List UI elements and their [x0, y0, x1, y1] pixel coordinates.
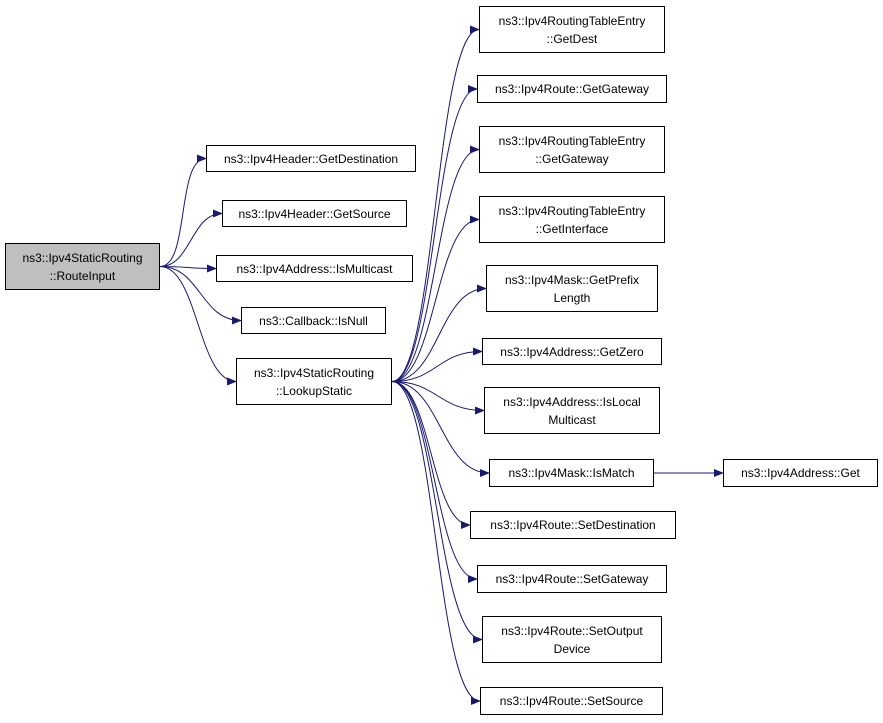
node-label-line-1: ns3::Ipv4RoutingTableEntry — [498, 13, 646, 28]
edge-lookup_static-to-mask_get_prefix_length — [391, 284, 487, 382]
node-label-line-1: ns3::Ipv4Address::IsLocal — [503, 394, 641, 409]
node-label: ns3::Ipv4Header::GetDestination — [223, 151, 399, 166]
edge-route_input-to-callback_is_null — [159, 266, 242, 325]
edge-route_input-to-get_destination_header — [159, 154, 207, 267]
node-ipv4-route-set-output-device[interactable]: ns3::Ipv4Route::SetOutput Device — [482, 616, 662, 663]
edge-route_input-to-lookup_static — [159, 266, 237, 386]
node-ipv4-static-routing-route-input: ns3::Ipv4StaticRouting ::RouteInput — [5, 243, 160, 290]
node-label-line-2: ::GetGateway — [535, 151, 609, 166]
node-label: ns3::Callback::IsNull — [259, 313, 368, 328]
edge-lookup_static-to-mask_is_match — [391, 381, 490, 477]
node-ipv4-route-set-source[interactable]: ns3::Ipv4Route::SetSource — [480, 687, 663, 715]
node-label-line-2: ::RouteInput — [49, 268, 116, 283]
node-ipv4-route-get-gateway[interactable]: ns3::Ipv4Route::GetGateway — [477, 75, 667, 103]
node-label-line-2: Length — [553, 290, 591, 305]
node-label-line-2: Device — [553, 641, 591, 656]
node-ipv4-routing-table-entry-get-interface[interactable]: ns3::Ipv4RoutingTableEntry ::GetInterfac… — [479, 196, 665, 243]
node-ipv4-mask-get-prefix-length[interactable]: ns3::Ipv4Mask::GetPrefix Length — [486, 265, 658, 312]
node-callback-is-null[interactable]: ns3::Callback::IsNull — [241, 307, 386, 334]
node-label: ns3::Ipv4Address::GetZero — [500, 344, 644, 359]
node-label-line-1: ns3::Ipv4Mask::GetPrefix — [504, 272, 640, 287]
node-label-line-2: ::GetDest — [546, 31, 598, 46]
node-ipv4-header-get-source[interactable]: ns3::Ipv4Header::GetSource — [222, 200, 407, 227]
node-ipv4-address-is-local-multicast[interactable]: ns3::Ipv4Address::IsLocal Multicast — [484, 387, 660, 434]
node-label: ns3::Ipv4Route::SetDestination — [490, 518, 656, 532]
edge-lookup_static-to-rte_get_gateway — [391, 145, 480, 382]
edge-lookup_static-to-set_source — [391, 381, 481, 705]
edge-lookup_static-to-address_get_zero — [391, 347, 483, 382]
edge-lookup_static-to-set_output_device — [391, 381, 483, 644]
node-label-line-1: ns3::Ipv4StaticRouting — [22, 250, 143, 265]
node-label: ns3::Ipv4Route::SetSource — [499, 694, 644, 708]
node-ipv4-mask-is-match[interactable]: ns3::Ipv4Mask::IsMatch — [489, 459, 654, 487]
node-ipv4-route-set-destination[interactable]: ns3::Ipv4Route::SetDestination — [470, 511, 676, 539]
node-label-line-1: ns3::Ipv4StaticRouting — [253, 365, 375, 380]
edge-lookup_static-to-rte_get_dest — [391, 25, 480, 382]
node-ipv4-route-set-gateway[interactable]: ns3::Ipv4Route::SetGateway — [477, 565, 667, 593]
node-label-line-2: ::GetInterface — [535, 221, 609, 236]
node-label: ns3::Ipv4Mask::IsMatch — [508, 466, 635, 480]
edge-route_input-to-get_source_header — [159, 209, 223, 267]
node-label-line-2: ::LookupStatic — [275, 383, 353, 398]
node-label-line-1: ns3::Ipv4Route::SetOutput — [501, 623, 643, 638]
node-label: ns3::Ipv4Header::GetSource — [238, 206, 391, 221]
node-label: ns3::Ipv4Route::SetGateway — [495, 572, 649, 586]
edge-lookup_static-to-is_local_multicast — [391, 381, 485, 415]
node-ipv4-routing-table-entry-get-gateway[interactable]: ns3::Ipv4RoutingTableEntry ::GetGateway — [479, 126, 665, 173]
node-ipv4-address-get-zero[interactable]: ns3::Ipv4Address::GetZero — [482, 338, 662, 365]
edge-route_input-to-is_multicast — [159, 264, 217, 273]
edge-lookup_static-to-route_get_gateway — [391, 85, 478, 382]
node-ipv4-header-get-destination[interactable]: ns3::Ipv4Header::GetDestination — [206, 145, 416, 172]
node-label-line-2: Multicast — [548, 412, 596, 427]
node-label-line-1: ns3::Ipv4RoutingTableEntry — [498, 203, 646, 218]
node-ipv4-address-get[interactable]: ns3::Ipv4Address::Get — [723, 459, 878, 487]
edge-lookup_static-to-rte_get_interface — [391, 215, 480, 382]
node-label: ns3::Ipv4Route::GetGateway — [494, 82, 650, 96]
node-label: ns3::Ipv4Address::IsMulticast — [236, 261, 393, 276]
node-label-line-1: ns3::Ipv4RoutingTableEntry — [498, 133, 646, 148]
edge-lookup_static-to-set_gateway — [391, 381, 478, 583]
node-label: ns3::Ipv4Address::Get — [741, 466, 860, 480]
node-ipv4-address-is-multicast[interactable]: ns3::Ipv4Address::IsMulticast — [216, 255, 413, 282]
node-ipv4-routing-table-entry-get-dest[interactable]: ns3::Ipv4RoutingTableEntry ::GetDest — [479, 6, 665, 53]
node-ipv4-static-routing-lookup-static[interactable]: ns3::Ipv4StaticRouting ::LookupStatic — [236, 358, 392, 405]
